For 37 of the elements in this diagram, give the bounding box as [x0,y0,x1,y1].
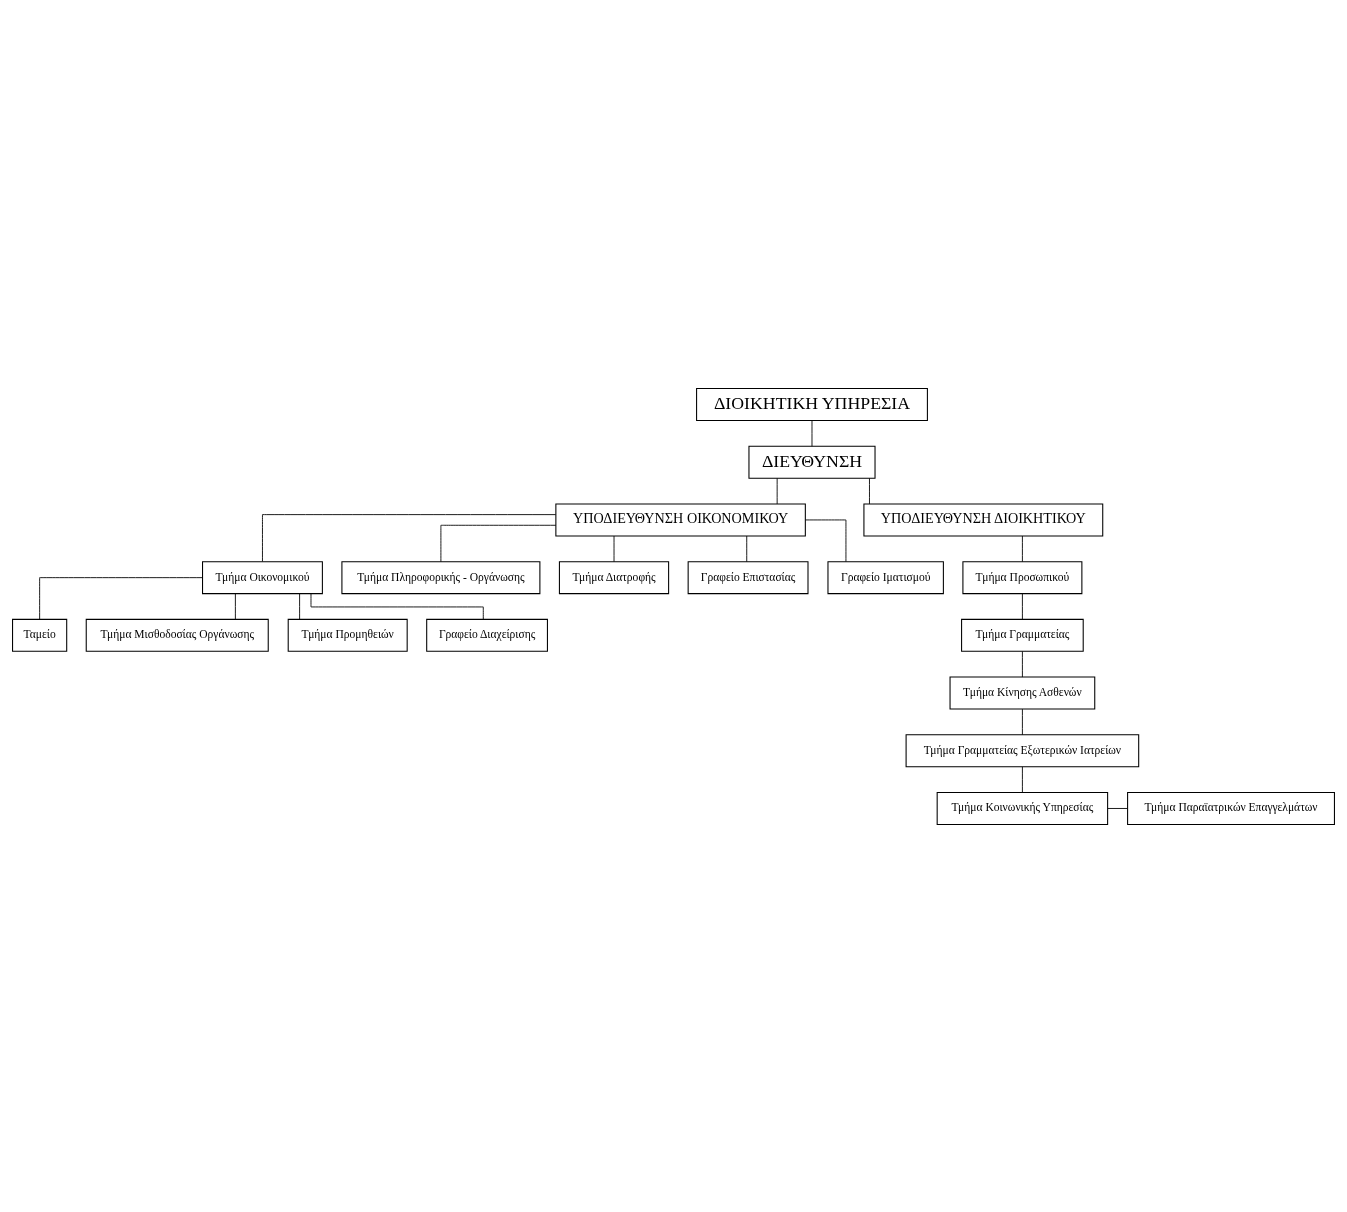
connector [440,524,557,562]
connector [262,513,557,562]
connector [234,592,236,620]
connector [299,592,301,620]
connector [1021,592,1023,620]
connector [811,419,813,447]
node-box: ΔΙΟΙΚΗΤΙΚΗ ΥΠΗΡΕΣΙΑ [696,387,928,421]
node-box: Τμήμα Προσωπικού [962,560,1083,594]
node-box: ΔΙΕΥΘΥΝΣΗ [748,445,876,479]
connector [1021,765,1023,793]
connector [39,576,203,620]
node-box: Τμήμα Γραμματείας [961,618,1084,652]
connector [746,535,748,562]
node-box: Τμήμα Γραμματείας Εξωτερικών Ιατρείων [905,733,1140,767]
connector [805,519,847,562]
node-box: ΥΠΟΔΙΕΥΘΥΝΣΗ ΔΙΟΙΚΗΤΙΚΟΥ [863,502,1104,536]
node-box: Τμήμα Κοινωνικής Υπηρεσίας [936,791,1109,825]
node-box: Τμήμα Προμηθειών [287,618,408,652]
node-box: Τμήμα Παραϊατρικών Επαγγελμάτων [1127,791,1335,825]
connector [869,477,870,504]
node-box: Τμήμα Οικονομικού [202,560,323,594]
node-box: Γραφείο Διαχείρισης [426,618,548,652]
connector [1107,807,1128,809]
node-box: Τμήμα Πληροφορικής - Οργάνωσης [341,560,541,594]
connector [1021,708,1023,735]
node-box: Τμήμα Μισθοδοσίας Οργάνωσης [85,618,269,652]
connector [1021,535,1023,562]
node-box: Τμήμα Διατροφής [558,560,670,594]
node-box: Ταμείο [12,618,68,652]
node-box: ΥΠΟΔΙΕΥΘΥΝΣΗ ΟΙΚΟΝΟΜΙΚΟΥ [555,502,806,536]
node-box: Γραφείο Ιματισμού [827,560,944,594]
connector [613,535,615,562]
connector [1021,650,1023,677]
node-box: Τμήμα Κίνησης Ασθενών [949,676,1096,710]
connector [310,592,484,620]
connector [776,477,778,504]
node-box: Γραφείο Επιστασίας [687,560,809,594]
